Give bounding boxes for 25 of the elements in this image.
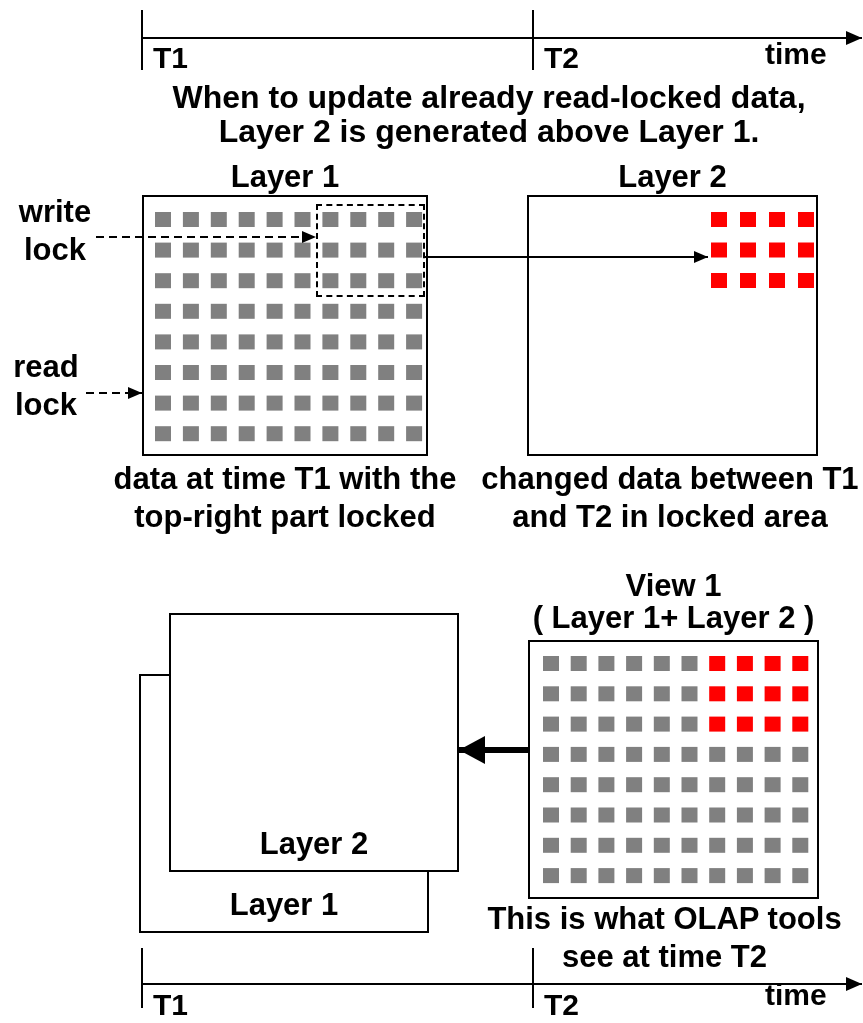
arrow [459, 736, 528, 764]
arrow [424, 251, 709, 263]
node-label: This is what OLAP tools see at time T2 [486, 900, 843, 976]
panel-heading: Layer 2 [618, 161, 727, 193]
node-label: changed data between T1 and T2 in locked area [480, 460, 860, 536]
axis-label: time [765, 980, 827, 1010]
layer-label: Layer 2 [259, 828, 369, 860]
axis-label: T2 [544, 990, 579, 1020]
axis-label: time [765, 39, 827, 69]
note-text: When to update already read-locked data, Layer 2 is generated above Layer 1. [171, 80, 807, 148]
locked-region [316, 204, 425, 297]
changed-cells-drawing [708, 209, 816, 289]
arrow [95, 231, 317, 243]
arrow [85, 387, 143, 399]
panel-heading: Layer 1 [230, 161, 340, 193]
node-label: data at time T1 with the top-right part locked [112, 460, 458, 536]
lock-label: write lock [14, 193, 96, 269]
layer-label: Layer 1 [229, 889, 339, 921]
panel-heading: View 1 [625, 570, 722, 602]
axis-label: T1 [153, 43, 188, 73]
axis-label: T1 [153, 990, 188, 1020]
axis-label: T2 [544, 43, 579, 73]
lock-label: read lock [6, 348, 86, 424]
layer-sheet [169, 613, 459, 872]
panel-heading: ( Layer 1+ Layer 2 ) [532, 602, 815, 634]
